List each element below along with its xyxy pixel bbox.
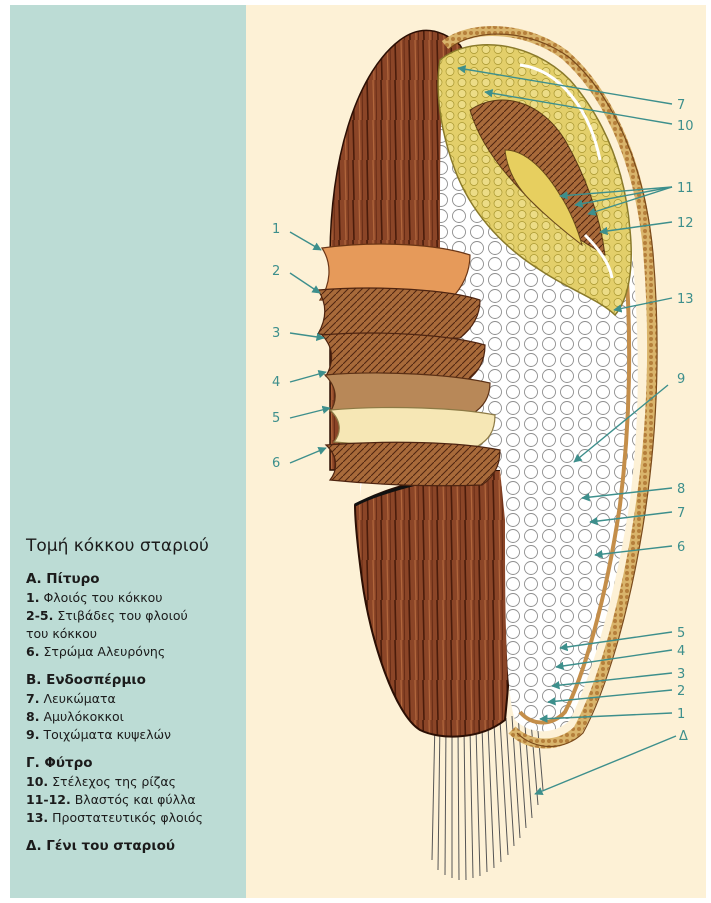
item-text: Στιβάδες του φλοιού <box>57 608 187 623</box>
callout-left-4: 4 <box>272 375 280 390</box>
callout-right-4: 4 <box>677 644 685 659</box>
legend-item: 7. Λευκώματα <box>26 690 241 708</box>
left-callouts: 1 2 3 4 5 6 <box>272 222 330 471</box>
section-heading: Α. Πίτυρο <box>26 571 241 587</box>
item-number: 6. <box>26 644 39 659</box>
item-number: 8. <box>26 709 39 724</box>
callout-right-delta: Δ <box>679 729 688 744</box>
item-number: 11-12. <box>26 792 71 807</box>
callout-right-11: 11 <box>677 181 694 196</box>
item-number: 1. <box>26 590 39 605</box>
callout-right-5: 5 <box>677 626 685 641</box>
item-number: 2-5. <box>26 608 53 623</box>
callout-left-5: 5 <box>272 411 280 426</box>
legend-section-bran: Α. Πίτυρο 1. Φλοιός του κόκκου 2-5. Στιβ… <box>26 571 241 661</box>
legend: Τομή κόκκου σταριού Α. Πίτυρο 1. Φλοιός … <box>26 536 241 865</box>
callout-right-9: 9 <box>677 372 685 387</box>
item-text: Τοιχώματα κυψελών <box>43 727 171 742</box>
section-heading: Δ. Γένι του σταριού <box>26 838 241 854</box>
callout-right-13: 13 <box>677 292 694 307</box>
legend-item: 2-5. Στιβάδες του φλοιού <box>26 607 241 625</box>
callout-right-10: 10 <box>677 119 694 134</box>
callout-right-2: 2 <box>677 684 685 699</box>
item-text: Βλαστός και φύλλα <box>75 792 196 807</box>
legend-item: 8. Αμυλόκοκκοι <box>26 708 241 726</box>
item-number: 13. <box>26 810 48 825</box>
legend-item: 1. Φλοιός του κόκκου <box>26 589 241 607</box>
legend-section-beard: Δ. Γένι του σταριού <box>26 838 241 854</box>
item-text: Λευκώματα <box>43 691 115 706</box>
item-text: Στρώμα Αλευρόνης <box>43 644 165 659</box>
item-text: Στέλεχος της ρίζας <box>52 774 176 789</box>
callout-right-3: 3 <box>677 667 685 682</box>
legend-section-germ: Γ. Φύτρο 10. Στέλεχος της ρίζας 11-12. Β… <box>26 755 241 827</box>
callout-right-6: 6 <box>677 540 685 555</box>
callout-right-12: 12 <box>677 216 694 231</box>
item-number: 7. <box>26 691 39 706</box>
item-number: 10. <box>26 774 48 789</box>
callout-left-2: 2 <box>272 264 280 279</box>
legend-section-endosperm: Β. Ενδοσπέρμιο 7. Λευκώματα 8. Αμυλόκοκκ… <box>26 672 241 744</box>
legend-title: Τομή κόκκου σταριού <box>26 536 241 556</box>
callout-right-7: 7 <box>677 506 685 521</box>
right-callout-labels: 7 10 11 12 13 9 8 7 6 5 4 3 2 1 Δ <box>677 98 694 744</box>
callout-left-1: 1 <box>272 222 280 237</box>
section-heading: Γ. Φύτρο <box>26 755 241 771</box>
callout-left-6: 6 <box>272 456 280 471</box>
legend-item: 10. Στέλεχος της ρίζας <box>26 773 241 791</box>
item-text: του κόκκου <box>26 626 97 641</box>
legend-item: 6. Στρώμα Αλευρόνης <box>26 643 241 661</box>
callout-left-3: 3 <box>272 326 280 341</box>
callout-right-1: 1 <box>677 707 685 722</box>
item-text: Αμυλόκοκκοι <box>43 709 123 724</box>
legend-item: 13. Προστατευτικός φλοιός <box>26 809 241 827</box>
callout-right-8: 8 <box>677 482 685 497</box>
callout-right-7-top: 7 <box>677 98 685 113</box>
legend-item: 11-12. Βλαστός και φύλλα <box>26 791 241 809</box>
section-heading: Β. Ενδοσπέρμιο <box>26 672 241 688</box>
legend-item: 9. Τοιχώματα κυψελών <box>26 726 241 744</box>
legend-item: του κόκκου <box>26 625 241 643</box>
item-number: 9. <box>26 727 39 742</box>
item-text: Προστατευτικός φλοιός <box>52 810 203 825</box>
item-text: Φλοιός του κόκκου <box>43 590 162 605</box>
